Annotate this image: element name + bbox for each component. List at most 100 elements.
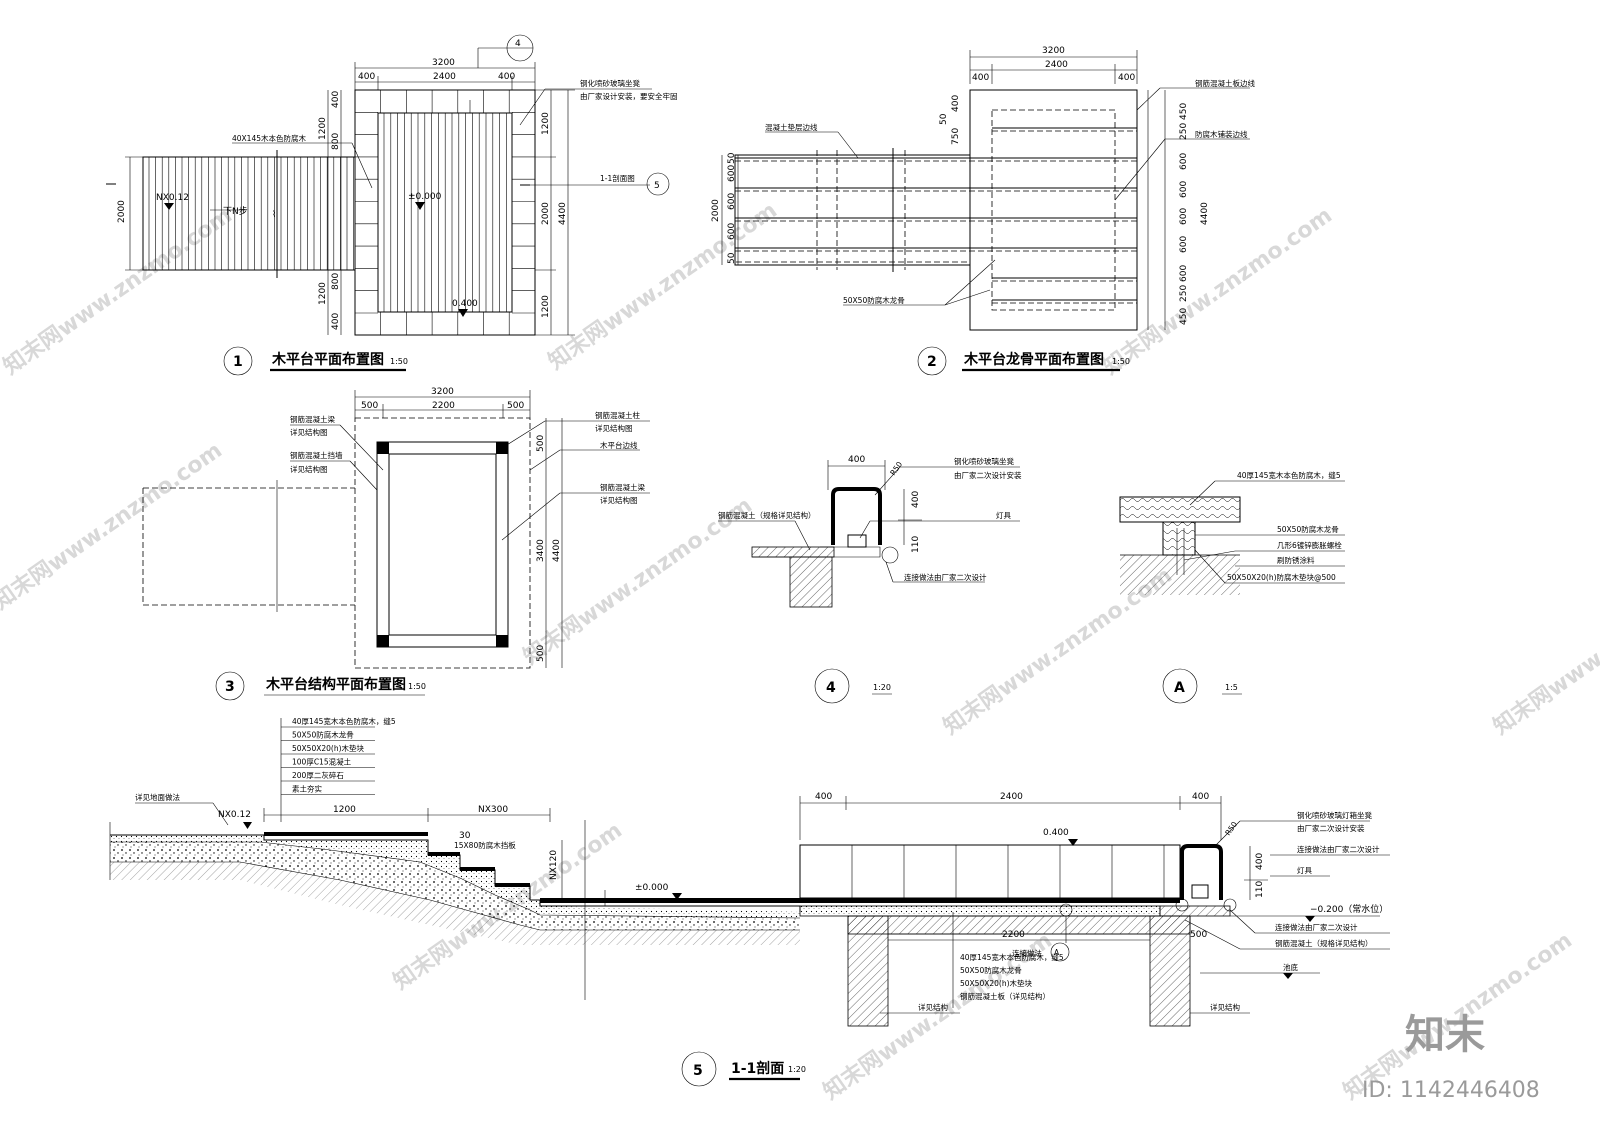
drawing-number-circle xyxy=(814,668,850,704)
dim-text: 600 xyxy=(1179,208,1189,225)
note-text: 50X50X20(h)防腐木垫块@500 xyxy=(1227,572,1336,582)
dim-text: 400 xyxy=(358,72,375,82)
index-number: 5 xyxy=(654,181,660,191)
note-text: 几形6镀锌膨胀螺栓 xyxy=(1277,540,1342,550)
drawing-number: 3 xyxy=(225,679,235,695)
note-text: 详见结构图 xyxy=(595,423,633,433)
dim-text: 2000 xyxy=(711,199,721,222)
dim-text: 400 xyxy=(498,72,515,82)
note-text: 刷防锈涂料 xyxy=(1277,555,1315,565)
note-text: 40X145木本色防腐木 xyxy=(232,133,306,143)
drawing-number: 5 xyxy=(693,1063,703,1079)
bottom-layer-labels: 40厚145宽木本色防腐木，缝550X50防腐木龙骨50X50X20(h)木垫块… xyxy=(960,952,1064,1001)
dim-text: 450 xyxy=(1179,103,1189,120)
dim-text: 3200 xyxy=(432,58,455,68)
dim-text: 750 xyxy=(951,128,961,145)
dim-text: 50 xyxy=(727,252,737,264)
dim-text: 3200 xyxy=(1042,46,1065,56)
note-text: 详见结构图 xyxy=(290,427,328,437)
note-text: 50X50防腐木龙骨 xyxy=(1277,524,1339,534)
level-text: 0.400 xyxy=(1043,828,1069,838)
dim-text: 600 xyxy=(1179,181,1189,198)
note-text: 连接做法 xyxy=(1012,948,1042,958)
level-text: 下N步 xyxy=(223,206,248,217)
dim-text: 500 xyxy=(536,435,546,452)
dim-text: 2400 xyxy=(433,72,456,82)
dim-text: 400 xyxy=(951,95,961,112)
dim-text: 4400 xyxy=(1200,202,1210,225)
note-text: 连接做法由厂家二次设计 xyxy=(1275,922,1358,932)
note-text: 木平台边线 xyxy=(600,440,638,450)
dim-text: 4400 xyxy=(558,202,568,225)
dim-text: 450 xyxy=(1179,308,1189,325)
note-text: 40厚145宽木本色防腐木，缝5 xyxy=(1237,470,1341,480)
note-text: 由厂家设计安装，要安全牢固 xyxy=(580,91,678,101)
layer-label: 钢筋混凝土板（详见结构） xyxy=(960,991,1050,1001)
level-text: NX0.12 xyxy=(156,193,189,203)
note-text: 详见结构图 xyxy=(600,495,638,505)
drawing-number: 4 xyxy=(826,680,836,696)
dim-text: 4400 xyxy=(552,539,562,562)
layer-label: 40厚145宽木本色防腐木，缝5 xyxy=(292,716,396,726)
index-number: 4 xyxy=(515,39,521,49)
detail-a-joint: 40厚145宽木本色防腐木，缝5 50X50防腐木龙骨 几形6镀锌膨胀螺栓 刷防… xyxy=(1119,470,1345,704)
dim-text: 250 xyxy=(1179,285,1189,302)
layer-label: 50X50防腐木龙骨 xyxy=(960,965,1022,975)
drawing-number: 1 xyxy=(233,354,243,370)
plan-3-structure-layout: 3200 500 2200 500 500 3400 4400 500 钢筋混凝… xyxy=(142,387,650,701)
level-text: 0.400 xyxy=(452,299,478,309)
dim-text: 800 xyxy=(331,273,341,290)
dim-text: 400 xyxy=(331,91,341,108)
note-text: 混凝土垫层边线 xyxy=(765,122,818,132)
note-text: 钢筋混凝土梁 xyxy=(600,482,645,492)
dim-text: 600 xyxy=(1179,153,1189,170)
note-text: 详见结构图 xyxy=(290,464,328,474)
layer-labels: 40厚145宽木本色防腐木，缝5 50X50防腐木龙骨 50X50X20(h)木垫块… xyxy=(281,716,396,795)
note-text: 详见结构 xyxy=(1210,1002,1240,1012)
deck-boards xyxy=(383,113,507,312)
seat-panels xyxy=(851,845,1165,898)
layer-label: 50X50X20(h)木垫块 xyxy=(292,743,365,753)
svg-text:⌇: ⌇ xyxy=(272,209,276,220)
drawing-title: 1-1剖面 xyxy=(731,1060,784,1077)
dim-text: R50 xyxy=(1223,820,1239,837)
plan-1-deck-layout: 3200 400 2400 400 4 ⌇ 2000 1200 400 800 … xyxy=(106,34,678,376)
note-text: 50X50防腐木龙骨 xyxy=(843,295,905,305)
drawing-number-circle xyxy=(215,671,245,701)
note-text: 由厂家二次设计安装 xyxy=(954,470,1022,480)
dim-text: 2200 xyxy=(432,401,455,411)
index-number: A xyxy=(1054,948,1060,957)
drawing-title: 木平台平面布置图 xyxy=(271,351,384,368)
note-text: 灯具 xyxy=(996,510,1011,520)
drawing-number: 2 xyxy=(927,354,937,370)
layer-label: 100厚C15混凝土 xyxy=(292,757,352,767)
dim-text: 600 xyxy=(727,223,737,240)
dim-text: 800 xyxy=(331,133,341,150)
level-text: −0.200（常水位） xyxy=(1310,903,1388,915)
note-text: 详见结构 xyxy=(918,1002,948,1012)
watermark-text: 知末网www.znzmo.com xyxy=(1489,562,1600,740)
dim-text: 2400 xyxy=(1045,60,1068,70)
watermark-text: 知末网www.znzmo.com xyxy=(544,197,782,375)
drawing-scale: 1:50 xyxy=(390,357,408,366)
layer-label: 40厚145宽木本色防腐木，缝5 xyxy=(960,952,1064,962)
index-circle xyxy=(646,172,670,196)
note-text: 钢筋混凝土梁 xyxy=(290,414,335,424)
dim-text: 1200 xyxy=(541,295,551,318)
note-text: 防腐木铺装边线 xyxy=(1195,129,1248,139)
drawing-title: 木平台结构平面布置图 xyxy=(265,676,406,693)
dim-text: 3400 xyxy=(536,539,546,562)
note-text: 15X80防腐木挡板 xyxy=(454,840,516,850)
dim-text: 1200 xyxy=(333,805,356,815)
drawing-number-circle xyxy=(223,346,253,376)
dim-text: 1200 xyxy=(318,117,328,140)
dim-text: 600 xyxy=(727,193,737,210)
level-text: ±0.000 xyxy=(408,192,442,202)
drawing-number: A xyxy=(1174,680,1185,696)
dim-text: 2400 xyxy=(1000,792,1023,802)
note-text: 池底 xyxy=(1283,962,1299,972)
note-text: 钢筋混凝土板边线 xyxy=(1195,78,1255,88)
layer-label: 50X50防腐木龙骨 xyxy=(292,730,354,740)
watermark-layer: 知末网www.znzmo.com 知末网www.znzmo.com 知末网www… xyxy=(0,197,1600,1105)
dim-text: 600 xyxy=(727,165,737,182)
